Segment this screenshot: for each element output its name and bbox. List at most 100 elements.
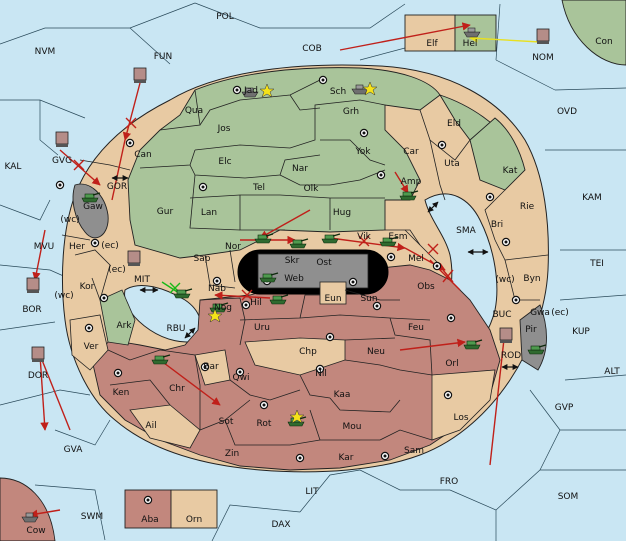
orn-block [170,489,218,529]
province-label-gur: Gur [157,207,174,217]
province-label-rod: ROD [501,351,521,361]
province-label-ovd: OVD [557,107,577,117]
province-label-nvm: NVM [35,47,56,57]
province-label-kam: KAM [582,193,602,203]
province-label-gwa: Gwa [530,308,550,318]
province-label-tei: TEI [589,259,604,269]
province-label-kor: Kor [80,282,95,292]
province-label-hug: Hug [333,208,351,218]
province-label-sch: Sch [330,87,346,97]
land-borders [61,79,549,446]
neutral-los [431,369,496,441]
province-label-aba: Aba [141,515,158,525]
province-label-hel: Hel [463,39,478,49]
province-label-nab: Nab [208,284,226,294]
province-label-elc: Elc [218,157,231,167]
province-label-sap: Sap [194,254,211,264]
province-label-pol: POL [216,12,234,22]
province-label-kat: Kat [503,166,518,176]
province-label-gor: GOR [107,182,127,192]
province-label-nil: Nil [315,369,327,379]
province-label-ost: Ost [316,258,332,268]
province-label-sun: Sun [360,294,377,304]
province-label-dor: DOR [28,371,48,381]
province-label-hil: Hil [250,298,262,308]
supply-centers [55,75,521,505]
province-label-yok: Yok [354,147,371,157]
province-label-nom: NOM [532,53,554,63]
neutral-ail [129,404,201,449]
province-label-tel: Tel [252,183,265,193]
province-label-ark: Ark [116,321,132,331]
province-label-pir: Pir [525,325,537,335]
province-label-her: Her [69,242,85,252]
province-label-web: Web [284,274,304,284]
province-label-mou: Mou [343,422,362,432]
province-label-kaa: Kaa [334,390,351,400]
province-label-uta: Uta [444,159,460,169]
province-label-lit: LIT [305,487,319,497]
province-label-bri: Bri [491,220,503,230]
province-label-ken: Ken [113,388,130,398]
province-label-sma: SMA [456,226,476,236]
province-label-neu: Neu [367,347,385,357]
province-label-som: SOM [558,492,579,502]
province-label-eld: Eld [447,119,461,129]
province-label-los: Los [453,413,468,423]
neutral-ver [69,314,109,371]
province-label-byn: Byn [523,274,540,284]
province-label-qwi: Qwi [233,373,250,383]
move-arrows [29,22,506,518]
green-kat [469,117,526,191]
province-label-con: Con [595,37,613,47]
province-label-swm: SWM [81,512,103,522]
province-label-lan: Lan [201,208,217,218]
province-label-rie: Rie [520,202,535,212]
province-label-chp: Chp [299,347,317,357]
province-label-can: Can [134,150,152,160]
province-label-jad: Jad [243,86,258,96]
province-label-fun: FUN [154,52,173,62]
province-label-vik: Vik [357,232,371,242]
province-label-ec2: (ec) [108,265,126,275]
province-label-cob: COB [302,44,322,54]
connection-arrows [111,175,519,370]
support-arrow [469,34,541,43]
province-label-mvu: MVU [34,242,55,252]
green-ark [99,289,136,346]
province-label-grh: Grh [343,107,359,117]
province-label-wc3: (wc) [495,275,514,285]
star-markers [207,81,378,424]
province-label-kal: KAL [5,162,22,172]
eun-box [319,281,347,305]
province-label-buc: BUC [492,310,511,320]
province-label-car: Car [403,147,419,157]
province-label-rbu: RBU [166,324,185,334]
province-label-esm: Esm [388,232,407,242]
province-label-gaw: Gaw [83,202,103,212]
province-label-nog: Nog [214,303,232,313]
province-label-amp: Amp [401,177,422,187]
province-label-elf: Elf [426,39,438,49]
province-label-ec3: (ec) [551,308,569,318]
province-label-mel: Mel [408,254,424,264]
province-label-mit: MIT [134,275,150,285]
province-label-nar: Nar [292,164,308,174]
province-label-sam: Sam [404,446,424,456]
province-label-feu: Feu [408,323,424,333]
province-label-kar: Kar [339,453,354,463]
province-label-chr: Chr [169,384,185,394]
province-label-orn: Orn [186,515,202,525]
province-label-uru: Uru [254,323,270,333]
province-label-gva: GVA [64,445,84,455]
province-label-rot: Rot [257,419,272,429]
province-label-dax: DAX [271,520,290,530]
province-label-alt: ALT [604,367,620,377]
province-label-nor: Nor [225,242,241,252]
cut-marks [73,117,454,301]
province-label-wc1: (wc) [60,215,79,225]
province-label-orl: Orl [445,359,458,369]
